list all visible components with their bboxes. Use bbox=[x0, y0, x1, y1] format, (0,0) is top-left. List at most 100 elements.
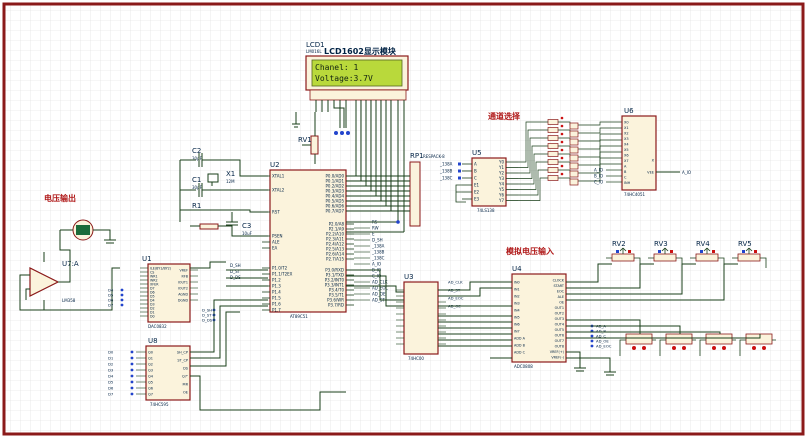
channel-switch-body bbox=[569, 178, 579, 186]
lcd-line-2: Voltage:3.7V bbox=[315, 74, 373, 83]
u4-pin-label: ADD A bbox=[514, 336, 526, 340]
u8-pin-label: Q3 bbox=[148, 368, 153, 372]
u8-pin-label: MR bbox=[183, 382, 189, 386]
address-switch-body bbox=[745, 333, 773, 345]
c3-ref: C3 bbox=[242, 222, 251, 230]
address-switch-led bbox=[752, 346, 756, 350]
u6-pin-label: VEE bbox=[647, 171, 654, 175]
channel-switch-out bbox=[584, 145, 622, 158]
u2-left-net-label: D_ST bbox=[230, 269, 241, 274]
u6-pin-label: X3 bbox=[624, 137, 629, 141]
u6-net-label: A_IO bbox=[594, 168, 603, 173]
u2-pin-label: P1.0/T2 bbox=[272, 266, 288, 271]
u2-pin-label: P0.0/AD0 bbox=[326, 174, 345, 179]
u8-net-label: D6 bbox=[108, 385, 114, 390]
pot-marker bbox=[616, 250, 619, 253]
voltmeter[interactable] bbox=[60, 219, 116, 244]
pot-marker bbox=[742, 250, 745, 253]
u1-net-label: D5 bbox=[108, 292, 114, 297]
rv2-potentiometer[interactable]: RV2 bbox=[612, 240, 626, 248]
address-switch-led bbox=[712, 346, 716, 350]
address-switch-wire bbox=[739, 339, 776, 356]
pot-wiper bbox=[661, 247, 669, 254]
u8-pin-label: SH_CP bbox=[177, 350, 188, 354]
u1-pin-label: AGND bbox=[178, 292, 188, 296]
u4-net-label: AD_OE bbox=[596, 338, 609, 343]
u5-pin-label: E3 bbox=[474, 197, 480, 202]
pot-wiper bbox=[703, 247, 711, 254]
u4-pin-label: OUT2 bbox=[555, 311, 564, 315]
u4-pin-label: ADD C bbox=[514, 350, 526, 354]
pot-marker bbox=[754, 250, 757, 253]
channel-switch-out bbox=[584, 121, 622, 126]
u5-net-label: _138B bbox=[439, 169, 453, 174]
u2-pin-label: P2.7/A15 bbox=[326, 257, 344, 262]
u1-pin-label: D5 bbox=[150, 294, 155, 298]
u2-pin-label: P3.2/INT0 bbox=[325, 278, 345, 283]
lcd-ref: LCD1 bbox=[306, 41, 325, 49]
u6-multiplexer[interactable]: U6 74HC4051 X0X1X2X3X4X5X6X7ABCINHXVEEA_… bbox=[594, 107, 691, 197]
rv4-potentiometer[interactable]: RV4 bbox=[696, 240, 710, 248]
rv1-potentiometer[interactable]: RV1 bbox=[292, 112, 319, 164]
oscillator-circuit[interactable]: C2 C1 X1 12M 30pF 30pF R1 C3 10uF bbox=[179, 147, 268, 237]
u8-shift-register[interactable]: U8 74HC595 Q0Q1Q2Q3Q4Q5Q6Q7SH_CPST_CPDSQ… bbox=[108, 337, 191, 407]
analog-potentiometers[interactable]: RV2 RV3 RV4 RV5 bbox=[612, 240, 752, 248]
channel-switch-body bbox=[569, 162, 579, 170]
channel-switch-resistor bbox=[547, 175, 559, 181]
channel-switch-array[interactable] bbox=[518, 116, 622, 201]
address-switch-array[interactable] bbox=[619, 333, 776, 356]
u4-pin-label: OUT5 bbox=[555, 328, 564, 332]
channel-switch-dot bbox=[560, 140, 564, 144]
u2-pin-label: XTAL2 bbox=[272, 188, 285, 193]
u2-pin-label: P0.7/AD7 bbox=[326, 209, 345, 214]
address-switch-led bbox=[682, 346, 686, 350]
u5-pin-label: Y2 bbox=[498, 171, 504, 176]
u4-pin-label: OUT1 bbox=[555, 306, 564, 310]
u1-net-label: D4 bbox=[108, 287, 114, 292]
u8-pin-label: Q5 bbox=[148, 380, 153, 384]
rv3-potentiometer[interactable]: RV3 bbox=[654, 240, 668, 248]
u1-pin-label: RFB bbox=[182, 274, 189, 278]
u6-pin-label: X0 bbox=[624, 121, 629, 125]
u8-part: 74HC595 bbox=[150, 402, 169, 407]
u1-net-marker bbox=[120, 298, 124, 302]
u5-enable-wire bbox=[455, 184, 466, 203]
u8-net-label: D2 bbox=[108, 361, 114, 366]
u2-pin-label: P1.5 bbox=[272, 296, 281, 301]
u2-pin-label: ALE bbox=[272, 240, 280, 245]
u7-opamp[interactable]: U7:A LM358 bbox=[19, 230, 120, 311]
lcd-module[interactable]: Chanel: 1 Voltage:3.7V LCD1 LM016L LCD16… bbox=[305, 41, 409, 101]
u2-pin-label: P0.1/AD1 bbox=[326, 179, 345, 184]
u8-pin-label: Q4 bbox=[148, 374, 154, 378]
u5-ref: U5 bbox=[472, 149, 482, 157]
address-switch-body bbox=[665, 333, 693, 345]
u2-body bbox=[269, 169, 347, 313]
u1-pin-label: DGND bbox=[178, 298, 189, 302]
bus-wires bbox=[190, 261, 761, 411]
u2-pin-label: P2.4/A12 bbox=[326, 242, 344, 247]
u4-pin-label: OE bbox=[559, 300, 564, 304]
u4-pin-label: IN2 bbox=[514, 294, 520, 298]
pot-body bbox=[653, 253, 677, 262]
channel-switch-dot bbox=[560, 116, 564, 120]
channel-switch-dot bbox=[560, 164, 564, 168]
u2-pin-label: P3.5/T1 bbox=[329, 293, 345, 298]
u1-net-label: D_SH bbox=[202, 307, 212, 312]
rv5-potentiometer[interactable]: RV5 bbox=[738, 240, 752, 248]
channel-switch-body bbox=[569, 138, 579, 146]
channel-switch-resistor bbox=[547, 119, 559, 125]
u1-pin-label: IOUT1 bbox=[178, 280, 188, 284]
u2-pin-label: RST bbox=[272, 210, 280, 215]
rp1-resistor-pack[interactable]: RP1 RESPACK-8 bbox=[346, 152, 445, 233]
u6-pin-label: X7 bbox=[624, 159, 629, 163]
channel-switch-dot bbox=[560, 124, 564, 128]
channel-switch-body bbox=[569, 130, 579, 138]
u8-net-label: D1 bbox=[108, 355, 114, 360]
u5-decoder[interactable]: U5 74LS138 ABCE1E2E3Y0Y1Y2Y3Y4Y5Y6Y7_138… bbox=[439, 149, 518, 213]
u5-pin-label: B bbox=[474, 169, 477, 174]
u1-dac[interactable]: U1 DAC0832 ILE(BY1/BY2)CSWR1WR2XFERD7D6D… bbox=[108, 255, 216, 329]
